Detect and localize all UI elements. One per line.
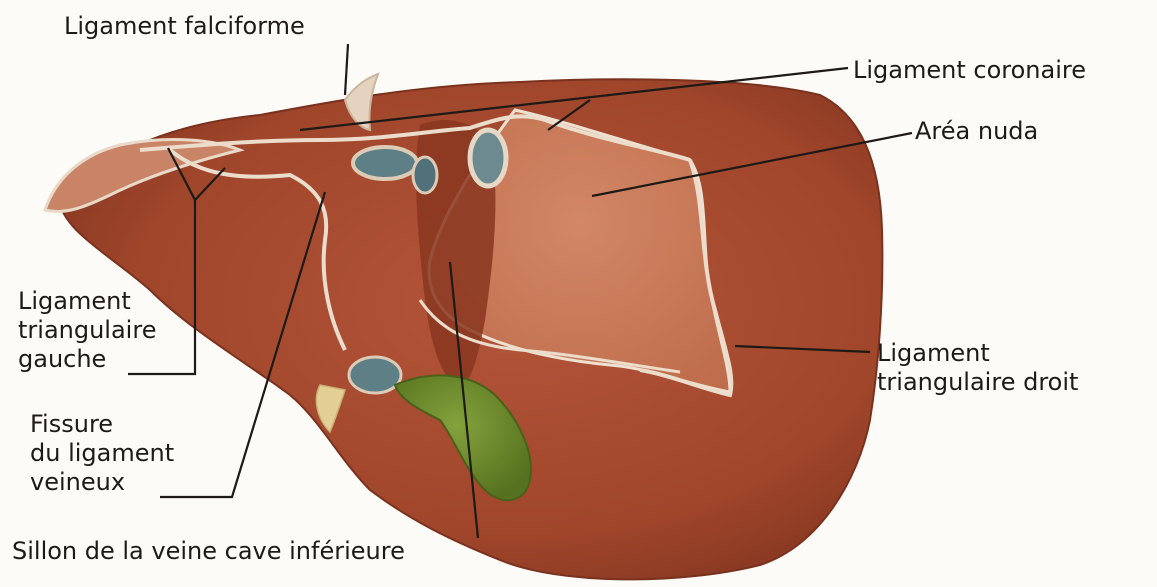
label-ligament-triangulaire-droit: Ligament triangulaire droit (877, 339, 1078, 397)
hepatic-vein-left (353, 147, 417, 179)
leader-falciforme (345, 44, 348, 95)
label-tg-line2: triangulaire (18, 316, 156, 345)
label-ligament-falciforme-text: Ligament falciforme (64, 12, 305, 41)
label-ligament-coronaire: Ligament coronaire (853, 56, 1086, 85)
label-fissure-line3: veineux (30, 468, 174, 497)
label-sillon-veine-cave: Sillon de la veine cave inférieure (12, 537, 405, 566)
portal-vessel (349, 357, 401, 393)
label-ligament-coronaire-text: Ligament coronaire (853, 56, 1086, 85)
hepatic-vein-left-2 (413, 157, 437, 193)
label-fissure-ligament-veineux: Fissure du ligament veineux (30, 410, 174, 497)
label-td-line2: triangulaire droit (877, 368, 1078, 397)
inferior-vena-cava (470, 130, 506, 186)
label-ligament-falciforme: Ligament falciforme (64, 12, 305, 41)
label-tg-line3: gauche (18, 345, 156, 374)
label-tg-line1: Ligament (18, 287, 156, 316)
label-td-line1: Ligament (877, 339, 1078, 368)
label-area-nuda-text: Aréa nuda (915, 117, 1038, 146)
label-ligament-triangulaire-gauche: Ligament triangulaire gauche (18, 287, 156, 374)
label-fissure-line1: Fissure (30, 410, 174, 439)
label-sillon-text: Sillon de la veine cave inférieure (12, 537, 405, 566)
label-fissure-line2: du ligament (30, 439, 174, 468)
label-area-nuda: Aréa nuda (915, 117, 1038, 146)
